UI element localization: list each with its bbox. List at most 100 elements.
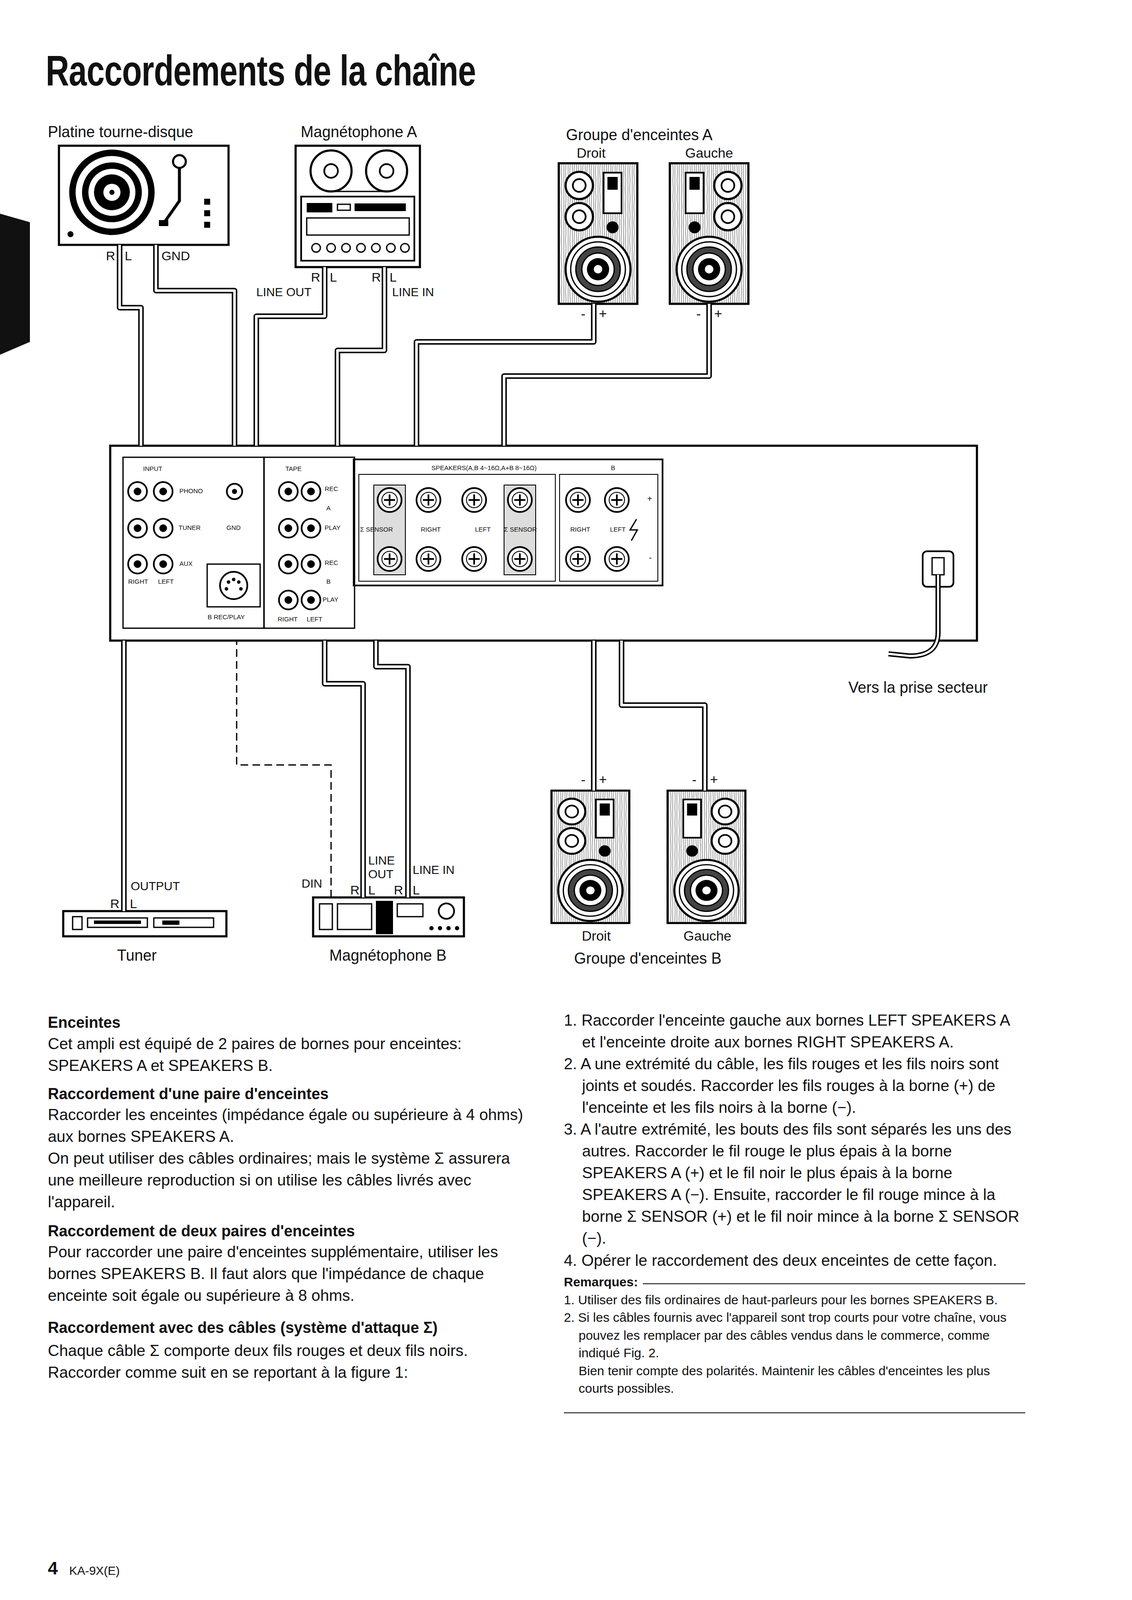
section-heading: Enceintes xyxy=(47,1013,531,1031)
panel-label: B xyxy=(326,577,331,585)
amplifier-rear-panel-part xyxy=(219,571,248,599)
tape-deck-a-drawing-part xyxy=(326,243,336,253)
panel-label: AUX xyxy=(179,559,193,567)
tape-deck-b-drawing-part xyxy=(375,900,393,934)
turntable-drawing-part xyxy=(204,210,211,217)
amplifier-rear-panel-part xyxy=(566,546,590,571)
turntable-drawing-part xyxy=(58,145,229,245)
tape-deck-a-drawing-part xyxy=(371,243,381,253)
section-heading: Raccordement de deux paires d'enceintes xyxy=(47,1221,531,1240)
amplifier-rear-panel-part xyxy=(153,481,173,501)
cable-connector xyxy=(123,640,125,911)
power-cord-part xyxy=(888,574,939,656)
page-number: 4 xyxy=(47,1557,58,1578)
tape-deck-box: Magnétophone A xyxy=(295,145,420,267)
cable-core xyxy=(122,640,126,911)
cable-core xyxy=(592,640,596,791)
tape-deck-a-drawing-part xyxy=(341,243,351,253)
panel-label: B REC/PLAY xyxy=(207,612,245,621)
cable-outline xyxy=(121,640,127,911)
device-label: Droit xyxy=(576,145,606,162)
amplifier-rear-panel-part xyxy=(301,518,321,538)
power-cord xyxy=(888,551,954,656)
tuner-drawing-part xyxy=(93,920,141,924)
tape-deck-a-drawing-part xyxy=(306,217,410,235)
amplifier-rear-panel-part xyxy=(507,487,532,512)
tape-deck-a-drawing-part xyxy=(366,150,408,192)
tape-deck-a-drawing-part xyxy=(356,243,366,253)
device-label: Groupe d'enceintes B xyxy=(574,949,722,967)
turntable-drawing-part xyxy=(158,219,169,226)
panel-label: REC xyxy=(324,484,339,493)
amplifier-rear-panel-part xyxy=(207,563,261,607)
panel-label: REC xyxy=(324,558,339,566)
cable-core xyxy=(256,266,325,446)
panel-label: B xyxy=(610,463,616,472)
side-tab xyxy=(0,213,30,355)
amplifier-rear-panel-part xyxy=(153,518,173,538)
cable-outline xyxy=(621,640,705,791)
pin-label: R xyxy=(393,882,404,898)
body-text: Pour raccorder une paire d'enceintes sup… xyxy=(47,1240,531,1306)
panel-label: LEFT xyxy=(475,525,491,533)
cable-connector xyxy=(236,640,332,898)
turntable-box: Platine tourne-disque xyxy=(58,145,229,245)
amplifier-rear-panel-part xyxy=(416,546,441,571)
amplifier-rear-panel-part xyxy=(377,546,402,571)
amplifier-rear-panel-part xyxy=(239,586,243,591)
panel-label: SPEAKERS(A,B 4~16Ω,A+B 8~16Ω) xyxy=(431,463,537,472)
pin-label: LINE OUT xyxy=(256,285,312,300)
amplifier-rear-panel xyxy=(110,445,977,641)
body-text: Raccorder les enceintes (impédance égale… xyxy=(47,1103,531,1147)
power-cord-part xyxy=(888,574,939,656)
cable-outline xyxy=(591,640,597,791)
amplifier-rear-panel-part xyxy=(358,474,556,581)
panel-label: INPUT xyxy=(143,464,163,473)
list-item: 4. Opérer le raccordement des deux encei… xyxy=(563,1249,1026,1271)
cable-connector xyxy=(337,266,385,446)
pin-label: + xyxy=(598,771,608,788)
tape-deck-b-drawing xyxy=(313,897,464,936)
amplifier-rear-panel-part xyxy=(231,488,238,494)
speaker-drawing-part xyxy=(667,790,746,923)
turntable-drawing-part xyxy=(93,174,130,211)
amplifier-rear-panel-part xyxy=(559,474,658,581)
pin-label: DIN xyxy=(301,876,323,891)
pin-label: LINE IN xyxy=(412,862,455,877)
separator-rule xyxy=(563,1411,1026,1413)
amplifier-rear-panel-part xyxy=(507,546,532,571)
tape-deck-b-drawing-part xyxy=(397,903,423,917)
pin-label: R xyxy=(350,882,360,898)
body-text: On peut utiliser des câbles ordinaires; … xyxy=(47,1146,531,1213)
panel-label: PLAY xyxy=(322,595,339,603)
tuner-drawing-part xyxy=(63,910,227,936)
amplifier-rear-panel-part xyxy=(630,519,638,541)
turntable-drawing-part xyxy=(204,198,211,205)
cable-connector xyxy=(155,244,235,446)
pin-label: L xyxy=(412,882,420,898)
amplifier-rear-panel-part xyxy=(237,580,241,584)
amplifier-box: INPUTPHONOTUNERAUXRIGHTLEFTGNDB REC/PLAY… xyxy=(110,445,977,641)
model-code: KA-9X(E) xyxy=(69,1563,120,1578)
cable-outline xyxy=(324,640,364,898)
amplifier-rear-panel-part xyxy=(278,481,298,501)
panel-label: LEFT xyxy=(158,577,174,585)
amplifier-rear-panel-part xyxy=(416,487,441,512)
amplifier-rear-panel-part xyxy=(123,457,264,628)
turntable-drawing-part xyxy=(103,183,121,201)
amplifier-rear-panel-part xyxy=(226,580,231,584)
amplifier-rear-panel-part xyxy=(462,546,487,571)
device-label: Tuner xyxy=(117,946,157,964)
amplifier-rear-panel-part xyxy=(153,554,173,574)
cable-core xyxy=(621,640,705,791)
pin-label: - xyxy=(580,771,586,788)
pin-label: - xyxy=(580,305,586,322)
cable-outline xyxy=(504,303,710,446)
tape-deck-a-drawing-part xyxy=(301,196,415,261)
turntable-drawing-part xyxy=(82,162,142,223)
body-text: Chaque câble Σ comporte deux fils rouges… xyxy=(47,1339,531,1383)
tuner-drawing-part xyxy=(162,920,180,925)
turntable-drawing-part xyxy=(67,231,74,238)
panel-label: LEFT xyxy=(609,525,626,533)
